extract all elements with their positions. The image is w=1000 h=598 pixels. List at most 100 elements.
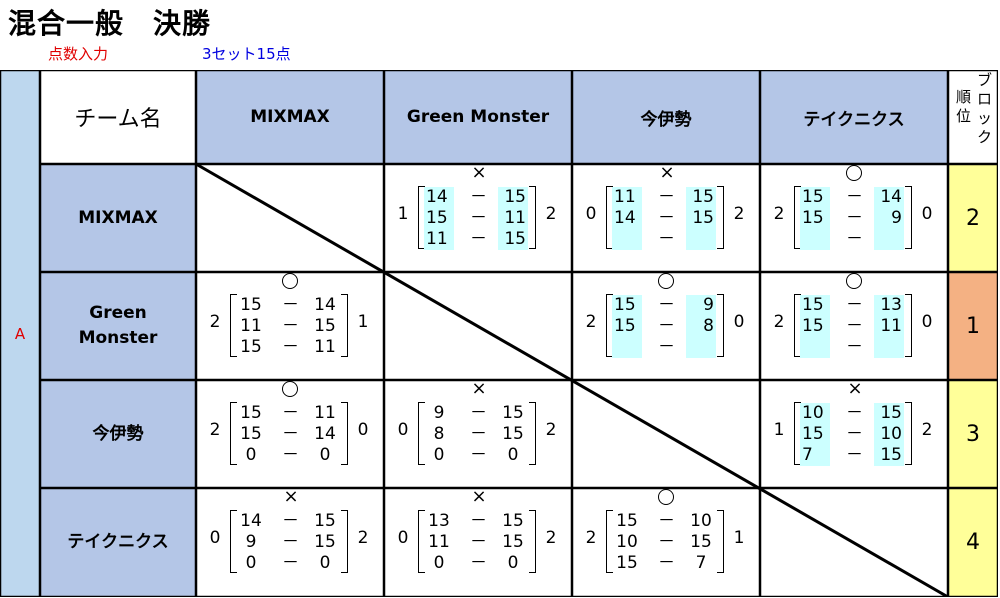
set-score-own[interactable]: 11 — [428, 532, 450, 552]
set-score-own[interactable]: 15 — [616, 553, 638, 573]
set-score-opponent[interactable]: 14 — [874, 187, 904, 208]
bracket-left — [230, 402, 237, 465]
set-score-opponent[interactable]: 15 — [874, 403, 904, 424]
set-score-own[interactable] — [800, 229, 830, 250]
set-score-own[interactable]: 11 — [424, 229, 454, 250]
set-score-opponent[interactable]: 11 — [874, 316, 904, 337]
set-score-opponent[interactable]: 15 — [502, 511, 524, 531]
set-score-opponent[interactable]: 10 — [874, 424, 904, 445]
set-score-own[interactable]: 15 — [240, 403, 262, 423]
set-score-opponent[interactable]: 9 — [874, 208, 904, 229]
set-score-own[interactable]: 9 — [245, 532, 257, 552]
set-score-opponent[interactable] — [686, 229, 716, 250]
set-score-opponent[interactable]: 15 — [498, 187, 528, 208]
set-score-own[interactable]: 15 — [612, 295, 642, 316]
set-score-opponent[interactable]: 15 — [314, 511, 336, 531]
set-score-opponent[interactable]: 14 — [314, 295, 336, 315]
set-score-own[interactable]: 14 — [424, 187, 454, 208]
rank-header-char: ッ — [977, 109, 993, 127]
set-score-own[interactable]: 15 — [424, 208, 454, 229]
set-score-opponent[interactable]: 15 — [690, 532, 712, 552]
set-score-own[interactable]: 0 — [245, 445, 257, 465]
set-score-own[interactable]: 15 — [616, 511, 638, 531]
set-score-dash: － — [658, 295, 675, 315]
bracket-left — [418, 510, 425, 573]
set-score-opponent[interactable]: 15 — [314, 316, 336, 336]
set-score-opponent[interactable]: 11 — [314, 337, 336, 357]
set-score-own[interactable]: 14 — [612, 208, 642, 229]
set-score-own[interactable]: 15 — [800, 208, 830, 229]
set-score-own[interactable]: 15 — [240, 295, 262, 315]
set-score-opponent[interactable]: 0 — [319, 445, 331, 465]
column-header-team: Green Monster — [384, 70, 572, 164]
set-score-own[interactable]: 15 — [800, 295, 830, 316]
set-score-own[interactable]: 10 — [616, 532, 638, 552]
set-score-own[interactable]: 15 — [240, 337, 262, 357]
set-score-opponent[interactable] — [686, 337, 716, 358]
set-score-opponent[interactable]: 15 — [502, 424, 524, 444]
bracket-right — [529, 510, 536, 573]
set-score-opponent[interactable] — [874, 229, 904, 250]
team-rank: 3 — [948, 380, 998, 488]
set-score-opponent[interactable]: 9 — [686, 295, 716, 316]
set-score-opponent[interactable]: 11 — [498, 208, 528, 229]
set-score-own[interactable] — [612, 337, 642, 358]
set-score-own[interactable]: 11 — [240, 316, 262, 336]
set-score-opponent[interactable]: 13 — [874, 295, 904, 316]
set-score-opponent[interactable]: 0 — [507, 553, 519, 573]
set-score-own[interactable]: 10 — [800, 403, 830, 424]
win-circle-icon — [658, 489, 674, 505]
set-score-own[interactable]: 0 — [245, 553, 257, 573]
loss-cross-icon: × — [471, 486, 487, 507]
score-entry-label[interactable]: 点数入力 — [48, 45, 109, 63]
set-score-own[interactable]: 13 — [428, 511, 450, 531]
set-score-opponent[interactable]: 14 — [314, 424, 336, 444]
set-score-opponent[interactable]: 15 — [314, 532, 336, 552]
set-score-own[interactable]: 15 — [240, 424, 262, 444]
set-score-opponent[interactable]: 11 — [314, 403, 336, 423]
set-score-own[interactable] — [800, 337, 830, 358]
set-score-opponent[interactable]: 0 — [319, 553, 331, 573]
set-score-line: 15－14 — [760, 187, 946, 208]
set-score-opponent[interactable]: 0 — [507, 445, 519, 465]
set-score-own[interactable]: 15 — [612, 316, 642, 337]
set-score-own[interactable]: 15 — [800, 187, 830, 208]
set-score-opponent[interactable]: 15 — [874, 445, 904, 466]
set-score-opponent[interactable]: 7 — [695, 553, 707, 573]
set-score-own[interactable]: 9 — [433, 403, 445, 423]
set-score-own[interactable]: 0 — [433, 553, 445, 573]
set-score-opponent[interactable]: 15 — [502, 403, 524, 423]
set-score-dash: － — [658, 553, 675, 573]
set-score-opponent[interactable]: 15 — [502, 532, 524, 552]
set-score-own[interactable]: 7 — [800, 445, 830, 466]
set-score-opponent[interactable]: 10 — [690, 511, 712, 531]
set-score-own[interactable]: 15 — [800, 424, 830, 445]
set-score-own[interactable]: 15 — [800, 316, 830, 337]
set-score-own[interactable]: 0 — [433, 445, 445, 465]
set-score-dash: － — [846, 208, 863, 228]
set-score-opponent[interactable]: 15 — [498, 229, 528, 250]
set-score-opponent[interactable]: 15 — [686, 187, 716, 208]
set-score-own[interactable] — [612, 229, 642, 250]
set-score-dash: － — [470, 403, 487, 423]
set-score-own[interactable]: 8 — [433, 424, 445, 444]
set-score-dash: － — [470, 553, 487, 573]
rank-header-char: 順 — [956, 88, 972, 106]
set-score-opponent[interactable]: 15 — [686, 208, 716, 229]
set-score-opponent[interactable]: 8 — [686, 316, 716, 337]
set-score-opponent[interactable] — [874, 337, 904, 358]
set-score-own[interactable]: 11 — [612, 187, 642, 208]
set-score-own[interactable]: 14 — [240, 511, 262, 531]
